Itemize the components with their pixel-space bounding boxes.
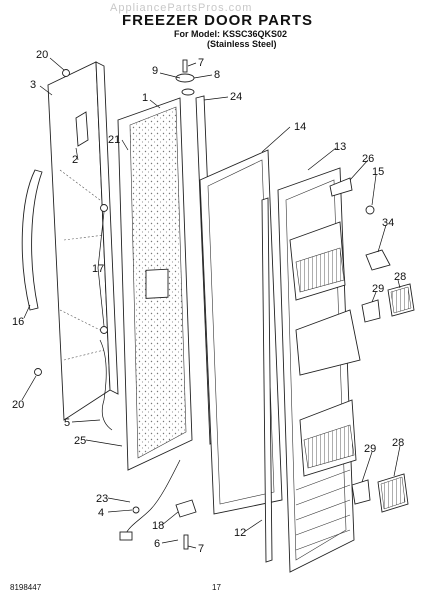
callout-23: 23 (96, 493, 108, 505)
document-number: 8198447 (10, 583, 42, 592)
callout-3: 3 (30, 79, 36, 91)
callout-9: 9 (152, 65, 158, 77)
callout-15: 15 (372, 166, 384, 178)
screw-15 (365, 205, 375, 215)
screw-20-top (62, 69, 70, 77)
callout-7-top: 7 (198, 57, 204, 69)
door-handle (21, 169, 43, 311)
upper-bracket (361, 299, 381, 323)
door-liner (117, 97, 193, 471)
screw-17-lower (100, 326, 108, 334)
wire-harness (99, 339, 113, 431)
callout-28-lower: 28 (392, 437, 404, 449)
callout-29-lower: 29 (364, 443, 376, 455)
callout-5: 5 (64, 417, 70, 429)
lower-bracket (351, 479, 371, 505)
dispenser-cover (365, 249, 391, 271)
page-number: 17 (212, 583, 221, 592)
callout-20-top: 20 (36, 49, 48, 61)
callout-26: 26 (362, 153, 374, 165)
callout-28-upper: 28 (394, 271, 406, 283)
outer-door-panel (47, 61, 119, 421)
model-line: For Model: KSSC36QKS02 (174, 29, 288, 39)
callout-16: 16 (12, 316, 24, 328)
callout-12: 12 (234, 527, 246, 539)
callout-18: 18 (152, 520, 164, 532)
hinge-bracket (75, 111, 89, 147)
callout-34: 34 (382, 217, 394, 229)
callout-24: 24 (230, 91, 242, 103)
callout-21: 21 (108, 134, 120, 146)
breaker-strip (261, 197, 273, 563)
hinge-bushing (175, 59, 195, 96)
door-gasket (199, 149, 283, 515)
screw-4 (132, 506, 140, 514)
callout-7-bottom: 7 (198, 543, 204, 555)
callout-4: 4 (98, 507, 104, 519)
callout-25: 25 (74, 435, 86, 447)
bottom-hinge-wire (119, 459, 181, 541)
callout-29-upper: 29 (372, 283, 384, 295)
screw-20-bottom (34, 368, 42, 376)
diagram-title: FREEZER DOOR PARTS (121, 12, 314, 29)
callout-14: 14 (294, 121, 306, 133)
callout-17: 17 (92, 263, 104, 275)
inner-door-liner (277, 167, 361, 573)
top-bracket (329, 177, 353, 197)
callout-6: 6 (154, 538, 160, 550)
callout-2: 2 (72, 154, 78, 166)
callout-13: 13 (334, 141, 346, 153)
watermark: AppliancePartsPros.com (110, 2, 253, 14)
upper-grille (387, 283, 415, 317)
bottom-hinge (175, 499, 197, 550)
finish-line: (Stainless Steel) (207, 39, 277, 49)
screw-17-upper (100, 204, 108, 212)
callout-20-bottom: 20 (12, 399, 24, 411)
callout-1: 1 (142, 92, 148, 104)
lower-grille (377, 473, 409, 513)
callout-8: 8 (214, 69, 220, 81)
